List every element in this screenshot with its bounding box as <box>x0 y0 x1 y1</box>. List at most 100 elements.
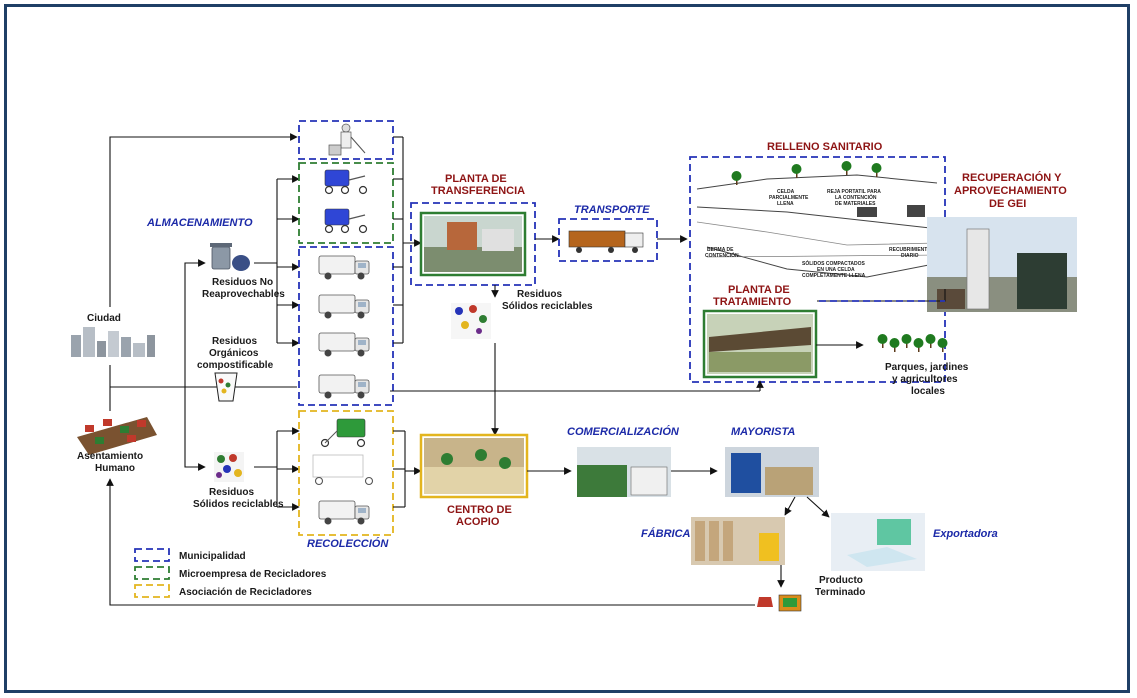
organic-bin-icon <box>214 372 238 402</box>
parques-label-3: locales <box>911 386 945 397</box>
asentamiento-label-1: Asentamiento <box>77 451 143 462</box>
treatment-plant-photo <box>707 314 813 374</box>
exportadora-label: Exportadora <box>933 528 998 540</box>
organicos-label-2: Orgánicos <box>209 348 259 359</box>
transferencia-label-2: TRANSFERENCIA <box>431 185 525 197</box>
gas-plant-photo <box>927 217 1077 312</box>
recubrimiento-label-2: DIARIO <box>901 253 919 259</box>
solidos-compactados-label-1: SÓLIDOS COMPACTADOS <box>802 259 866 267</box>
legend-microempresa-label: Microempresa de Recicladores <box>179 569 327 580</box>
tratamiento-label-1: PLANTA DE <box>728 284 790 296</box>
transferencia-label-1: PLANTA DE <box>445 173 507 185</box>
solidos-compactados-label-3: COMPLETAMENTE LLENA <box>802 273 866 279</box>
mayorista-photo <box>725 447 819 497</box>
legend-microempresa-swatch <box>134 566 170 580</box>
transfer-solidos-label-1: Residuos <box>517 289 562 300</box>
no-reaprovechables-label-2: Reaprovechables <box>202 289 285 300</box>
acopio-photo <box>424 438 524 494</box>
legend: Municipalidad Microempresa de Reciclador… <box>134 548 327 598</box>
solidos-reciclables-label-1: Residuos <box>209 487 254 498</box>
legend-municipalidad-label: Municipalidad <box>179 551 246 562</box>
recubrimiento-label-1: RECUBRIMIENTO <box>889 247 931 253</box>
recyclables-pile-icon <box>214 452 244 482</box>
to-solidos-reciclables-arrow <box>184 387 206 471</box>
open-truck-icon <box>318 374 370 399</box>
almacenamiento-label: ALMACENAMIENTO <box>146 217 253 229</box>
garbage-bin-icon <box>210 243 250 271</box>
finished-product-icon <box>757 594 802 612</box>
legend-asociacion-label: Asociación de Recicladores <box>179 587 312 598</box>
reja-label-3: DE MATERIALES <box>835 201 876 207</box>
tricycle-cart-icon-2 <box>324 208 368 234</box>
celda-label-3: LLENA <box>777 201 794 207</box>
parques-label-2: y agricultores <box>892 374 958 385</box>
celda-label-1: CELDA <box>777 189 795 195</box>
compactor-truck-icon-1 <box>318 255 370 280</box>
transport-truck-icon <box>568 230 644 253</box>
reja-label-1: REJA PORTATIL PARA <box>827 189 881 195</box>
commercialization-photo <box>577 447 671 497</box>
organicos-label-1: Residuos <box>212 336 257 347</box>
municipal-sweeping-box <box>298 120 394 160</box>
transporte-label: TRANSPORTE <box>574 204 650 216</box>
mayorista-to-fabrica-arrow <box>784 496 796 516</box>
comercializacion-label: COMERCIALIZACIÓN <box>567 425 680 438</box>
factory-photo <box>691 517 785 565</box>
treatment-plant-green-frame <box>702 309 818 379</box>
gei-label-1: RECUPERACIÓN Y <box>962 171 1062 184</box>
solidos-reciclables-label-2: Sólidos reciclables <box>193 499 284 510</box>
acopio-label-1: CENTRO DE <box>447 504 512 516</box>
fabrica-label: FÁBRICA <box>641 527 691 540</box>
mayorista-label: MAYORISTA <box>731 426 795 438</box>
berma-label-1: BERMA DE <box>707 247 734 253</box>
transfer-recyclables-icon <box>451 303 491 339</box>
small-truck-icon <box>318 500 370 525</box>
parques-label-1: Parques, jardines <box>885 362 969 373</box>
acopio-label-2: ACOPIO <box>456 516 500 528</box>
microenterprise-collection-box <box>298 162 394 244</box>
landfill-trees-icon <box>731 161 882 185</box>
celda-label-2: PARCIALMENTE <box>769 195 809 201</box>
solidos-compactados-label-2: EN UNA CELDA <box>817 267 855 273</box>
green-tricycle-icon <box>320 418 366 448</box>
asentamiento-label-2: Humano <box>95 463 135 474</box>
product-return-to-settlement-arrow <box>106 478 755 606</box>
legend-asociacion-swatch <box>134 584 170 598</box>
transfer-plant-green-frame <box>419 211 527 277</box>
settlement-houses-icon <box>77 417 157 455</box>
tricycle-cart-icon-1 <box>324 169 368 195</box>
flow-diagram: Ciudad Asentamiento Humano ALMACENAMIENT… <box>71 120 1077 612</box>
city-to-municipal-sweeping-arrow <box>109 133 298 307</box>
association-collection-box <box>298 410 394 536</box>
street-sweeper-icon <box>328 123 366 156</box>
producto-label-1: Producto <box>819 575 863 586</box>
transport-box <box>558 218 658 262</box>
berma-label-2: CONTENCIÓN <box>705 251 739 259</box>
transfer-solidos-label-2: Sólidos reciclables <box>502 301 593 312</box>
city-skyline-icon <box>71 327 155 357</box>
legend-municipalidad-swatch <box>134 548 170 562</box>
recoleccion-label: RECOLECCIÓN <box>307 537 389 550</box>
tratamiento-label-2: TRATAMIENTO <box>713 296 792 308</box>
transfer-plant-box <box>410 202 536 286</box>
acopio-yellow-frame <box>419 433 529 499</box>
exportadora-photo <box>831 513 925 571</box>
treatment-to-gei-connector <box>817 289 946 302</box>
no-reaprovechables-label-1: Residuos No <box>212 277 273 288</box>
to-no-reaprovechables-arrow <box>184 259 206 387</box>
organicos-label-3: compostificable <box>197 360 274 371</box>
transfer-plant-photo <box>424 216 522 272</box>
compactor-truck-icon-3 <box>318 332 370 357</box>
reja-label-2: LA CONTENCIÓN <box>835 193 877 201</box>
gei-label-2: APROVECHAMIENTO <box>954 185 1067 197</box>
compactor-truck-icon-2 <box>318 294 370 319</box>
diagram-frame: Ciudad Asentamiento Humano ALMACENAMIENT… <box>4 4 1130 693</box>
trees-icon <box>877 334 948 352</box>
municipal-collection-box <box>298 246 394 406</box>
landfill-sketch <box>696 161 940 278</box>
relleno-label: RELLENO SANITARIO <box>767 141 883 153</box>
mayorista-to-exportadora-arrow <box>806 496 830 518</box>
motocarga-icon <box>312 454 374 486</box>
gei-label-3: DE GEI <box>989 198 1026 210</box>
producto-label-2: Terminado <box>815 587 865 598</box>
